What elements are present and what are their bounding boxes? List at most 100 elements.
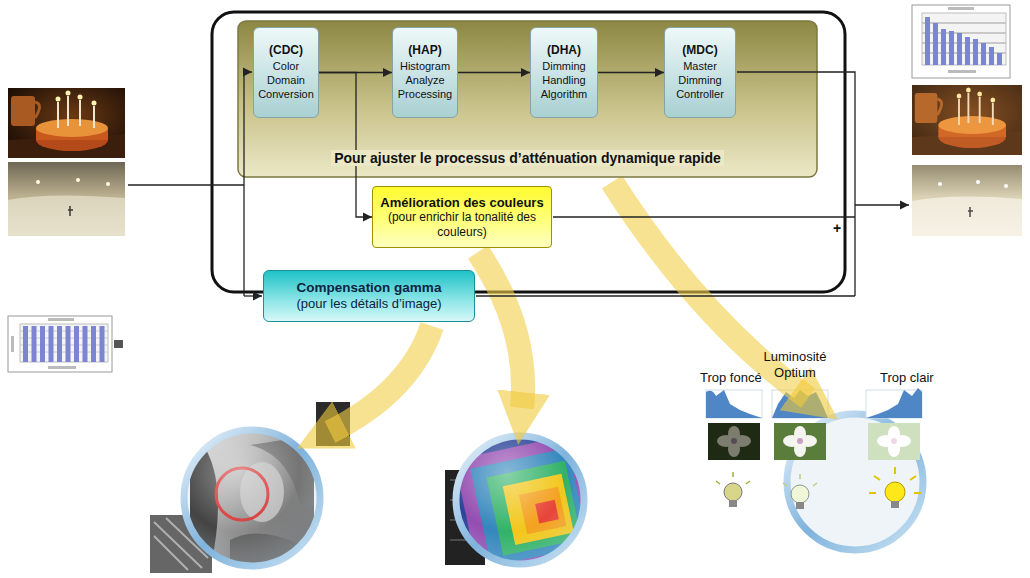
flower-photo xyxy=(783,435,801,447)
output-histogram-chart xyxy=(912,5,1010,78)
colour-magnifier xyxy=(438,422,604,578)
process-box: (MDC) Master Dimming Controller xyxy=(664,27,736,118)
detail-magnifier xyxy=(190,440,218,570)
detail-magnifier xyxy=(230,534,300,575)
input-histogram-chart xyxy=(8,316,112,372)
input-histogram-chart xyxy=(66,326,71,362)
detail-magnifier xyxy=(150,515,212,573)
flower-photo xyxy=(891,438,897,444)
annotation-label: + xyxy=(833,220,841,237)
colour-magnifier xyxy=(450,480,480,540)
colour-magnifier xyxy=(454,435,596,577)
colour-magnifier xyxy=(535,500,559,524)
bulb-icon xyxy=(869,467,921,493)
output-snow-photo xyxy=(912,165,1022,236)
annotation-text: + xyxy=(833,220,841,237)
process-box: (CDC) Color Domain Conversion xyxy=(253,27,319,118)
output-cake-photo xyxy=(912,85,1022,155)
annotation-text: Trop clair xyxy=(880,370,934,386)
detail-magnifier xyxy=(250,435,314,505)
input-histogram-chart xyxy=(20,324,108,362)
input-histogram-chart xyxy=(100,326,105,362)
process-box: (DHA) Dimming Handling Algorithm xyxy=(530,27,598,118)
output-histogram-chart xyxy=(922,13,1006,65)
signal-wire xyxy=(243,72,244,296)
process-box: (HAP)Histogram Analyze Processing xyxy=(392,27,458,118)
flower-photo xyxy=(794,426,806,442)
input-snow-photo xyxy=(106,182,110,186)
output-histogram-chart xyxy=(973,39,978,65)
colour-magnifier xyxy=(438,422,604,578)
output-histogram-chart xyxy=(922,23,1006,53)
histogram-thumb xyxy=(866,390,922,418)
output-snow-photo xyxy=(968,207,973,217)
output-histogram-chart xyxy=(925,17,1002,65)
flower-photo xyxy=(717,435,735,447)
enhancement-box: Amélioration des couleurs(pour enrichir … xyxy=(372,186,552,248)
output-histogram-chart xyxy=(957,33,962,65)
colour-magnifier xyxy=(470,448,589,567)
band-shape xyxy=(238,21,817,177)
input-snow-photo xyxy=(76,178,80,182)
output-histogram-chart xyxy=(948,7,974,10)
input-histogram-chart xyxy=(40,326,45,362)
detail-magnifier xyxy=(150,402,350,575)
flower-photo xyxy=(731,438,737,444)
colour-magnifier xyxy=(487,461,582,556)
node-title: (HAP) xyxy=(408,43,441,57)
input-histogram-chart xyxy=(20,331,108,352)
input-histogram-chart xyxy=(23,326,105,362)
colour-magnifier xyxy=(519,487,566,534)
flower-photo xyxy=(888,426,900,442)
detail-magnifier xyxy=(184,430,320,566)
flower-photo xyxy=(774,423,826,460)
node-title: (DHA) xyxy=(547,43,581,57)
annotation-label: Trop clair xyxy=(880,370,934,386)
input-histogram-chart xyxy=(83,326,88,362)
flower-photo xyxy=(794,441,806,457)
input-histogram-chart xyxy=(49,326,54,362)
node-title: Compensation gamma xyxy=(297,280,442,296)
histogram-thumb xyxy=(706,390,762,418)
output-snow-photo xyxy=(912,196,1022,236)
histogram-thumb xyxy=(706,390,762,418)
brightness-magnifier xyxy=(706,388,923,550)
output-histogram-chart xyxy=(989,47,994,65)
annotation-label: Luminosité Optium xyxy=(757,349,833,380)
bulb-icon xyxy=(783,474,817,486)
output-cake-photo xyxy=(912,85,1022,155)
system-frame xyxy=(212,12,845,292)
detail-magnifier xyxy=(240,462,284,522)
output-histogram-chart xyxy=(912,5,1010,78)
flower-photo xyxy=(708,423,920,460)
flower-photo xyxy=(708,423,760,460)
bulb-icon xyxy=(891,501,899,508)
node-title: (MDC) xyxy=(682,43,717,57)
connector-group xyxy=(319,73,664,218)
signal-wire xyxy=(128,184,244,185)
colour-magnifier xyxy=(503,474,574,545)
bulb-icon xyxy=(796,502,804,509)
signal-wire xyxy=(244,295,262,296)
bulb-icon xyxy=(885,482,905,502)
bulb-icon xyxy=(716,472,750,484)
node-body: (pour les détails d’image) xyxy=(296,296,441,312)
pointer-arrow xyxy=(330,326,432,432)
input-snow-photo xyxy=(36,180,40,184)
node-title: (CDC) xyxy=(269,43,303,57)
input-cake-photo xyxy=(8,88,125,158)
detail-magnifier xyxy=(154,518,208,570)
input-histogram-chart xyxy=(57,326,62,362)
annotation-text: Trop foncé xyxy=(700,370,762,386)
output-histogram-chart xyxy=(941,29,946,65)
node-body: Master Dimming Controller xyxy=(668,60,732,101)
node-body: Color Domain Conversion xyxy=(257,60,315,101)
node-body: Dimming Handling Algorithm xyxy=(534,60,594,101)
bulb-icon xyxy=(791,485,809,503)
flower-photo xyxy=(893,435,911,447)
flower-photo xyxy=(877,435,895,447)
signal-wire xyxy=(737,72,855,296)
